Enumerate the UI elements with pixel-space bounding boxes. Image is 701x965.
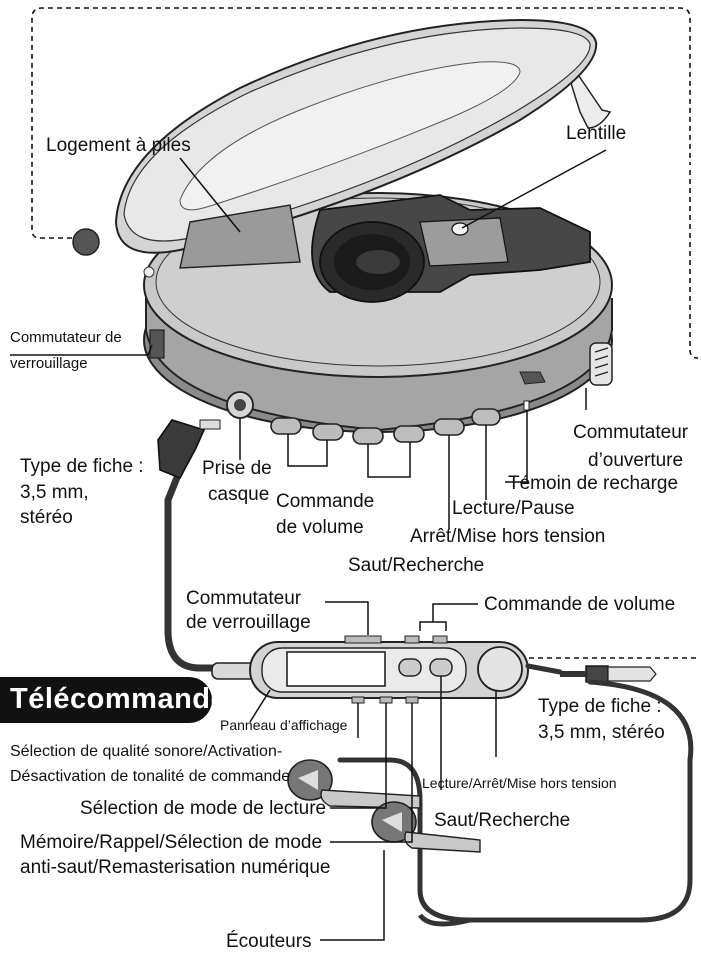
leader-lines [10,149,607,941]
remote-title-banner: Télécommande [0,677,227,723]
label-lens: Lentille [566,123,626,144]
label-memory-1: Mémoire/Rappel/Sélection de mode [20,832,322,853]
label-plug-left-1: Type de fiche : [20,456,144,477]
label-volume-player-2: de volume [276,517,364,538]
skip-button-forward [393,425,425,443]
remote-skip-forward [429,658,453,677]
label-open-1: Commutateur [573,422,689,443]
label-play-mode: Sélection de mode de lecture [80,798,326,819]
volume-button-minus [270,417,302,435]
label-stop: Arrêt/Mise hors tension [410,526,605,547]
dashed-guide-top [31,7,691,239]
headphone-cable [164,466,244,672]
label-hold-player-2: verrouillage [10,355,88,372]
label-plug-right-1: Type de fiche : [538,696,662,717]
skip-button-back [352,427,384,445]
charge-led [523,400,530,411]
stop-button [433,418,465,436]
label-earphones: Écouteurs [226,931,312,952]
label-charge: Témoin de recharge [508,473,678,494]
label-display: Panneau d’affichage [220,717,348,733]
player-body [143,192,613,445]
label-play-pause: Lecture/Pause [452,498,575,519]
label-hold-remote-2: de verrouillage [186,612,311,633]
label-play-stop-power: Lecture/Arrêt/Mise hors tension [422,775,617,791]
label-skip-player: Saut/Recherche [348,555,484,576]
label-hold-player-1: Commutateur de [10,329,122,346]
label-plug-right-2: 3,5 mm, stéréo [538,722,665,743]
player-lid [114,18,612,269]
remote-skip-back [398,658,422,677]
remote-play-button [477,646,523,692]
label-skip-remote: Saut/Recherche [434,810,570,831]
dashed-guide-right [689,170,699,359]
label-plug-left-2: 3,5 mm, [20,482,89,503]
earphone-cable [337,663,694,923]
remote-display [286,651,386,687]
label-sound-quality-1: Sélection de qualité sonore/Activation- [10,743,282,760]
label-jack-2: casque [208,484,269,505]
lid-pin-circle [72,228,100,256]
label-open-2: d’ouverture [588,450,683,471]
volume-button-plus [312,423,344,441]
label-plug-left-3: stéréo [20,507,73,528]
play-pause-button [471,408,501,426]
label-sound-quality-2: Désactivation de tonalité de commande [10,768,290,785]
remote-plug-right [560,665,657,683]
label-volume-player-1: Commande [276,491,374,512]
lens [451,222,469,236]
label-volume-remote: Commande de volume [484,594,675,615]
label-memory-2: anti-saut/Remasterisation numérique [20,857,331,878]
label-hold-remote-1: Commutateur [186,588,302,609]
label-battery: Logement à piles [46,135,191,156]
label-jack-1: Prise de [202,458,272,479]
headphone-plug-left [157,419,221,480]
remote-control [211,635,529,704]
remote-title: Télécommande [10,683,228,715]
